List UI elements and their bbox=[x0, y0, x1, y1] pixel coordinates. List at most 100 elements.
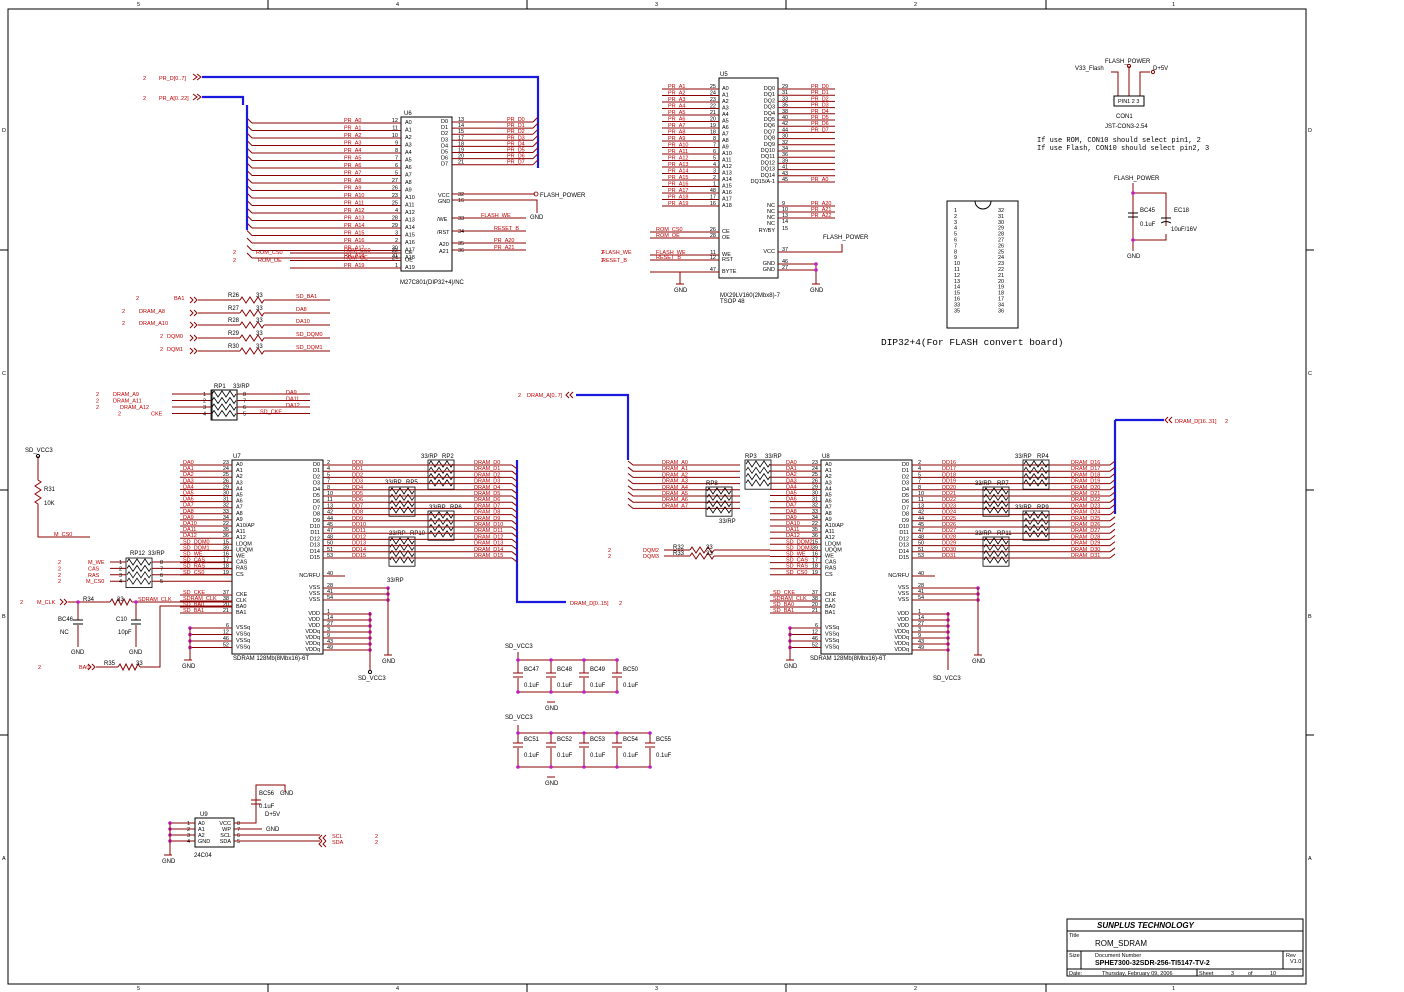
rp-body bbox=[210, 389, 238, 421]
dram-a-bus bbox=[576, 393, 630, 460]
dip-pin-right: 28 bbox=[998, 232, 1004, 238]
u7-pin-num: 15 bbox=[223, 539, 229, 545]
u8-data-net: DD22 bbox=[942, 497, 956, 503]
rp3-ref: RP3 bbox=[745, 454, 757, 460]
port-sda: SDA bbox=[332, 840, 344, 846]
bc56-ref: BC56 bbox=[259, 791, 275, 797]
u8-pin-num: 25 bbox=[812, 472, 818, 478]
u6-pin-num: 1 bbox=[395, 263, 398, 269]
dip-pin-left: 10 bbox=[954, 261, 960, 267]
u8-pin-name: VSS bbox=[898, 591, 909, 597]
u7-data-net: DD15 bbox=[352, 553, 366, 559]
u6-body bbox=[400, 116, 453, 272]
dram-d0-15-port: DRAM_D[0..15] bbox=[570, 601, 609, 607]
u8-pin-num: 5 bbox=[918, 472, 921, 478]
u7-pin-num: 28 bbox=[327, 583, 333, 589]
dram-a-port: DRAM_A[0..7] bbox=[527, 393, 563, 399]
u5-pin-num: 15 bbox=[782, 226, 788, 232]
r31-val: 10K bbox=[44, 501, 55, 507]
u7-pin-name: VSSq bbox=[236, 645, 250, 651]
resistor bbox=[239, 321, 265, 329]
u8-pin-name: D2 bbox=[902, 474, 909, 480]
capacitor bbox=[513, 742, 523, 748]
u5-addr-net: PR_A11 bbox=[668, 149, 688, 155]
u5-pin-name: A1 bbox=[722, 93, 729, 99]
u6-pin-num: 8 bbox=[395, 148, 398, 154]
u8-addr-net: DA8 bbox=[786, 509, 797, 515]
u5-pin-num: 25 bbox=[710, 84, 716, 90]
u9-ref: U9 bbox=[200, 812, 208, 818]
u6-pin-num: 21 bbox=[458, 160, 464, 166]
bus-entry bbox=[1109, 528, 1116, 534]
u7-addr-net: DA1 bbox=[183, 466, 194, 472]
u5-pin-name: CE bbox=[722, 229, 730, 235]
capacitor bbox=[513, 672, 523, 678]
u7-pin-name: D13 bbox=[310, 543, 320, 549]
rp-body bbox=[744, 459, 772, 490]
u6-pin-we-name: /WE bbox=[437, 217, 448, 223]
u6-addr-net: PR_A13 bbox=[344, 216, 365, 222]
gnd-label: GND bbox=[545, 781, 559, 787]
u5-pin-name: NC bbox=[767, 221, 775, 227]
u5-data-net: PR_D3 bbox=[811, 103, 829, 109]
u9-vcc-wire bbox=[234, 784, 286, 824]
junction-dot bbox=[615, 765, 619, 769]
u7-pin-name: CKE bbox=[236, 592, 248, 598]
u5-addr-net: PR_A9 bbox=[668, 136, 685, 142]
dram-d-net: DRAM_D14 bbox=[474, 547, 503, 553]
u5-pin-num: 34 bbox=[782, 146, 788, 152]
u8-part: SDRAM 128Mb(8Mbx16)-6T bbox=[810, 656, 886, 662]
u7-pin-num: 1 bbox=[327, 609, 330, 615]
bus-entry bbox=[511, 514, 518, 519]
u6-pin-name: D6 bbox=[441, 156, 448, 162]
u5-pin-num: 33 bbox=[782, 96, 788, 102]
sheet-ref: 2 bbox=[160, 347, 163, 353]
u7-pin-num: 43 bbox=[327, 639, 333, 645]
u8-addr-net: DA7 bbox=[786, 503, 797, 509]
u7-addr-net: DA9 bbox=[183, 515, 194, 521]
rp-ref: RP4 bbox=[1037, 454, 1049, 460]
u7-pin-num: 54 bbox=[327, 595, 333, 601]
u7-pin-name: D10 bbox=[310, 524, 320, 530]
u7-pin-num: 9 bbox=[327, 633, 330, 639]
dram-d-net: DRAM_D11 bbox=[474, 528, 503, 534]
row-marker: B bbox=[1308, 614, 1312, 620]
u8-data-net: DD21 bbox=[942, 491, 956, 497]
u6-pin-num: 17 bbox=[458, 135, 464, 141]
u6-data-net: PR_D6 bbox=[507, 154, 525, 160]
u5-ref: U5 bbox=[720, 72, 728, 78]
resistor bbox=[239, 334, 265, 342]
u8-pin-num: 39 bbox=[812, 545, 818, 551]
dram-d-net: DRAM_D5 bbox=[474, 491, 500, 497]
rp1-in-net: DRAM_A11 bbox=[113, 399, 142, 405]
u7-pin-name: WE bbox=[236, 554, 245, 560]
u5-addr-net: PR_A1 bbox=[668, 84, 685, 90]
u5-pin-name: DQ12 bbox=[761, 160, 775, 166]
row-marker: C bbox=[2, 371, 6, 377]
u7-pin-num: 2 bbox=[327, 460, 330, 466]
u8-pin-name: RAS bbox=[825, 566, 837, 572]
c10-val: 10pF bbox=[118, 630, 132, 636]
date-label: Date: bbox=[1069, 971, 1083, 977]
u7-pin-name: D9 bbox=[313, 518, 320, 524]
u7-pin-num: 6 bbox=[226, 623, 229, 629]
m-cs0-net: M_CS0 bbox=[54, 532, 72, 538]
cap-val: 0.1uF bbox=[524, 683, 540, 689]
u7-pin-name: D12 bbox=[310, 536, 320, 542]
u9-vcc-net: D+5V bbox=[265, 812, 280, 818]
u7-pin-num: 38 bbox=[223, 596, 229, 602]
u5-pin-name: NC bbox=[767, 215, 775, 221]
rp12-in-net: RAS bbox=[88, 573, 100, 579]
rp1-in-net: DRAM_A12 bbox=[120, 405, 149, 411]
u8-pin-name: D1 bbox=[902, 468, 909, 474]
cap-val: 0.1uF bbox=[623, 683, 639, 689]
u7-addr-net: SD_CAS bbox=[183, 558, 205, 564]
u7-pin-num: 10 bbox=[327, 491, 333, 497]
u6-data-net: PR_D0 bbox=[507, 117, 525, 123]
u9-pin-name: A2 bbox=[198, 833, 205, 839]
bc45-ref: BC45 bbox=[1140, 208, 1156, 214]
u8-pin-num: 2 bbox=[918, 460, 921, 466]
